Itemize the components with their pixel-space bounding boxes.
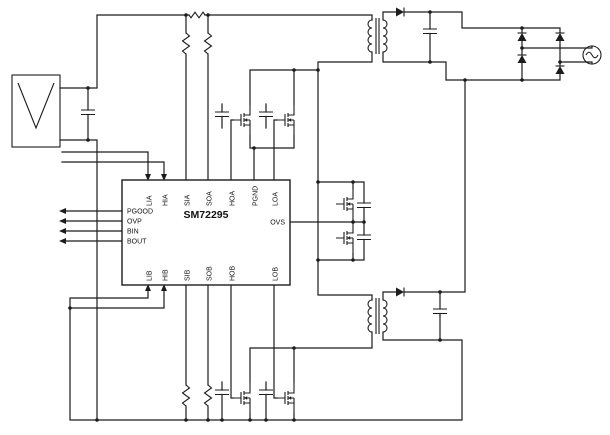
pin-label-ovs: OVS <box>270 220 285 227</box>
transformer-a <box>367 18 388 54</box>
pin-label-hob: HOB <box>230 266 237 282</box>
sense-resistor <box>181 384 191 407</box>
gate-capacitor <box>258 111 274 118</box>
pin-label-bout: BOUT <box>127 239 147 246</box>
transformer-b <box>367 298 388 334</box>
pin-label-sob: SOB <box>207 266 214 281</box>
gate-capacitor <box>258 389 274 396</box>
pin-label-pgood: PGOOD <box>127 209 153 216</box>
mosfet-ovs-upper <box>335 187 354 221</box>
pin-label-soa: SOA <box>207 191 214 206</box>
mosfet-high-side-a <box>232 103 251 137</box>
pin-label-ovp: OVP <box>127 219 142 226</box>
pin-label-bin: BIN <box>127 229 139 236</box>
gate-capacitor <box>214 111 230 118</box>
input-capacitor <box>80 109 96 116</box>
pin-label-sib: SIB <box>185 269 192 281</box>
ovs-capacitor-upper <box>356 202 372 209</box>
rectifier-diode-b <box>395 286 405 298</box>
sense-resistor <box>203 384 213 407</box>
pin-label-hia: HIA <box>163 194 170 206</box>
junction-dots <box>68 10 562 422</box>
output-capacitor-b <box>432 308 448 315</box>
ic-part-number: SM72295 <box>184 209 229 221</box>
pin-label-hib: HIB <box>163 269 170 281</box>
wires <box>59 11 593 421</box>
pin-label-lib: LIB <box>147 270 154 281</box>
pin-label-sia: SIA <box>185 194 192 206</box>
gate-capacitor <box>214 389 230 396</box>
shunt-resistor <box>188 11 206 19</box>
pin-label-lia: LIA <box>147 195 154 206</box>
signal-arrows <box>59 174 167 291</box>
mosfet-low-side-b <box>276 381 295 415</box>
sense-resistor <box>181 32 191 55</box>
sense-resistor <box>203 32 213 55</box>
mosfet-high-side-b <box>232 381 251 415</box>
pin-label-pgnd: PGND <box>253 186 260 206</box>
ovs-capacitor-lower <box>356 234 372 241</box>
ac-source <box>582 45 602 65</box>
mosfet-low-side-a <box>276 103 295 137</box>
pin-label-hoa: HOA <box>230 191 237 207</box>
output-capacitor-a <box>422 28 438 35</box>
pin-label-loa: LOA <box>273 192 280 206</box>
pin-label-lob: LOB <box>273 267 280 281</box>
solar-panel <box>11 74 61 148</box>
rectifier-diode-a <box>395 6 405 18</box>
ic-sm72295: SM72295 LIA HIA SIA SOA HOA PGND LOA PGO… <box>121 179 291 286</box>
mosfet-ovs-lower <box>335 221 354 255</box>
diode-bridge <box>516 32 566 75</box>
